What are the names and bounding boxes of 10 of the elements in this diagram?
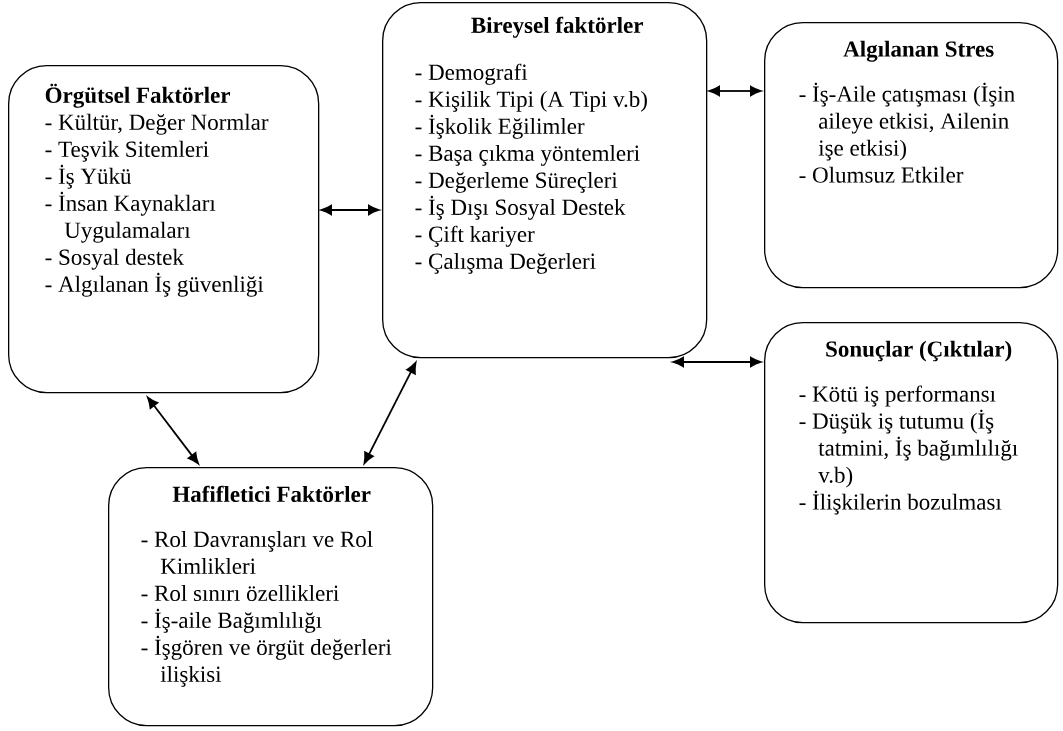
rounded-box: Sonuçlar (Çıktılar) - Kötü iş performansı - Düşük iş tutumu (İş tatmini, İş bağımlılığı v.b) - İlişkilerin bozulması <box>764 322 1059 624</box>
double-arrow <box>672 356 762 368</box>
rounded-box: Hafifletici Faktörler - Rol Davranışları ve Rol Kimlikleri - Rol sınırı özellikleri - İş-aile Bağımlılığı - İşgören ve örgüt değerleri ilişkisi <box>108 467 434 727</box>
rounded-box: Örgütsel Faktörler - Kültür, Değer Normlar - Teşvik Sitemleri - İş Yükü - İnsan Kaynakları Uygulamaları - Sosyal destek - Algılanan İş güvenliği <box>8 65 320 394</box>
double-arrow <box>708 85 762 97</box>
rounded-box: Algılanan Stres - İş-Aile çatışması (İşin aileye etkisi, Ailenin işe etkisi) - Olumsuz Etkiler <box>764 22 1059 289</box>
double-arrow <box>147 396 199 465</box>
rounded-box: Bireysel faktörler - Demografi - Kişilik Tipi (A Tipi v.b) - İşkolik Eğilimler - Başa çıkma yöntemleri - Değerleme Süreçleri - İş Dışı Sosyal Destek - Çift kariyer - Çalışma Değerleri <box>382 2 708 359</box>
double-arrow <box>363 362 417 464</box>
double-arrow <box>320 204 380 216</box>
